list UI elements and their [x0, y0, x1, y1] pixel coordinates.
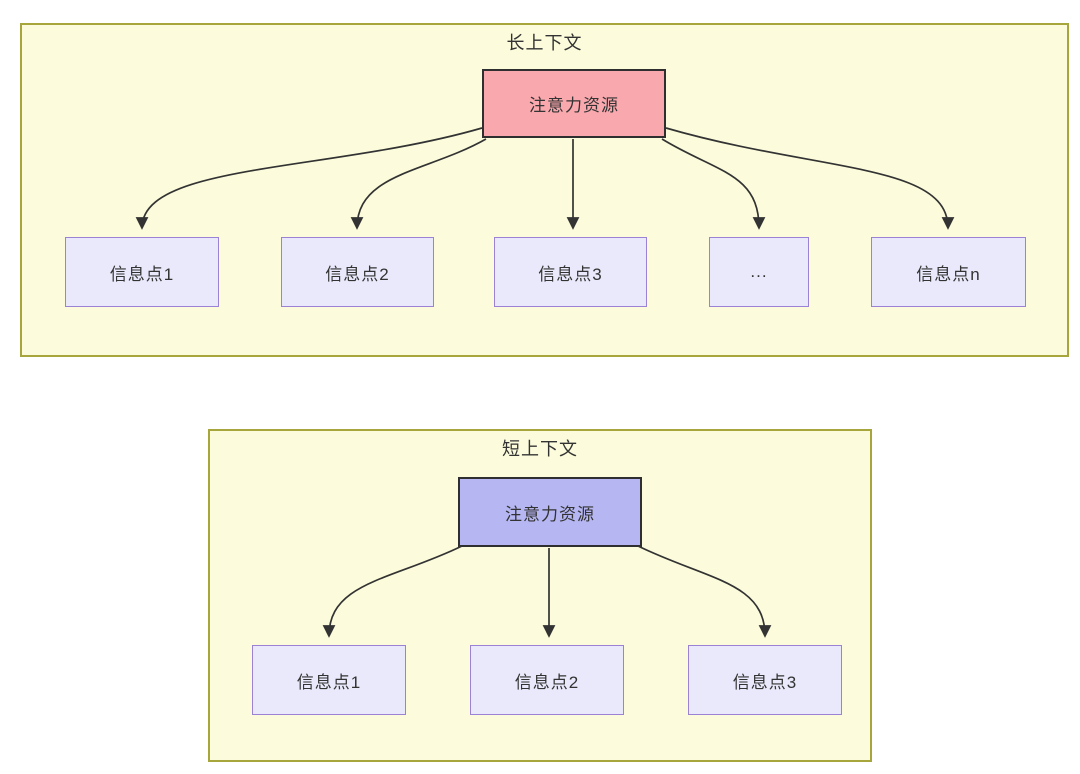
long-info-box-1: 信息点1: [65, 237, 219, 307]
short-info-label-3: 信息点3: [732, 672, 798, 692]
short-info-box-2: 信息点2: [470, 645, 624, 715]
long-context-attention-label: 注意力资源: [529, 96, 619, 115]
long-info-box-3: 信息点3: [494, 237, 647, 307]
short-info-label-2: 信息点2: [514, 672, 580, 692]
long-info-label-2: 信息点2: [325, 264, 390, 284]
short-context-attention-label: 注意力资源: [505, 504, 595, 524]
short-context-attention-box: 注意力资源: [458, 477, 642, 547]
long-info-label-ellipsis: ...: [750, 262, 768, 281]
long-info-box-2: 信息点2: [281, 237, 434, 307]
long-info-box-n: 信息点n: [871, 237, 1026, 307]
long-info-label-1: 信息点1: [109, 264, 175, 284]
short-info-box-3: 信息点3: [688, 645, 842, 715]
long-info-label-3: 信息点3: [538, 264, 603, 284]
short-context-title: 短上下文: [502, 439, 578, 459]
short-info-box-1: 信息点1: [252, 645, 406, 715]
short-info-label-1: 信息点1: [296, 672, 362, 692]
long-info-label-n: 信息点n: [916, 264, 981, 284]
long-info-box-ellipsis: ...: [709, 237, 809, 307]
long-context-attention-box: 注意力资源: [482, 69, 666, 138]
long-context-title: 长上下文: [506, 33, 583, 53]
